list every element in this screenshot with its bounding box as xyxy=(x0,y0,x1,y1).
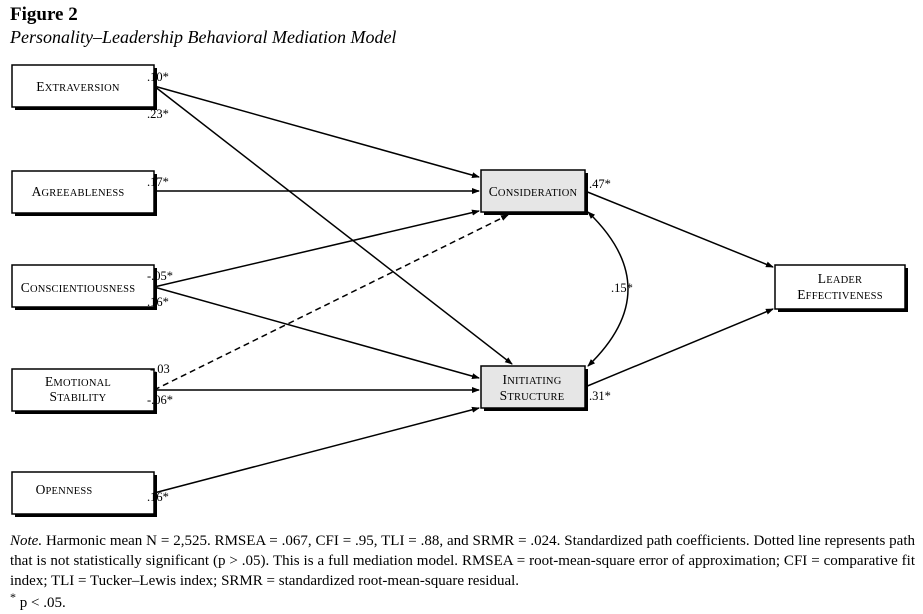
node-label-line1: EMOTIONAL xyxy=(45,374,111,389)
path-emotional-consideration xyxy=(153,214,509,391)
path-extraversion-initiating xyxy=(153,85,513,365)
coef-emotional-initiating: -.06* xyxy=(147,393,173,407)
node-label-line2: EFFECTIVENESS xyxy=(797,287,883,302)
node-label: AGREEABLENESS xyxy=(32,184,125,199)
coef-initiating-leader: .31* xyxy=(589,389,611,403)
coef-conscientiousness-consideration: -.05* xyxy=(147,269,173,283)
box-extraversion: EXTRAVERSION xyxy=(11,64,155,108)
coef-covariance: .15* xyxy=(611,281,633,295)
box-consideration: CONSIDERATION xyxy=(480,169,588,215)
covariance-curve xyxy=(587,211,629,367)
box-emotional-stability: EMOTIONAL STABILITY xyxy=(11,368,155,412)
figure-label: Figure 2 xyxy=(10,4,78,25)
box-conscientiousness: CONSCIENTIOUSNESS xyxy=(11,264,155,308)
path-initiating-leader xyxy=(584,308,774,388)
node-label-line2: STABILITY xyxy=(50,389,107,404)
box-initiating-structure: INITIATING STRUCTURE xyxy=(480,365,588,411)
mediation-diagram: EXTRAVERSION AGREEABLENESS CONSCIENTIOUS… xyxy=(11,64,908,517)
path-openness-initiating xyxy=(153,406,480,494)
note-text: Harmonic mean N = 2,525. RMSEA = .067, C… xyxy=(10,533,916,589)
path-consideration-leader xyxy=(584,190,774,268)
coef-consideration-leader: .47* xyxy=(589,177,611,191)
box-agreeableness: AGREEABLENESS xyxy=(11,170,155,214)
node-label-line1: LEADER xyxy=(818,271,862,286)
node-label-line1: INITIATING xyxy=(503,372,562,387)
node-label: CONSCIENTIOUSNESS xyxy=(21,280,136,295)
coef-extraversion-initiating: .23* xyxy=(147,107,169,121)
coef-openness-initiating: .16* xyxy=(147,490,169,504)
path-extraversion-consideration xyxy=(153,85,480,179)
coef-agreeableness-consideration: .17* xyxy=(147,175,169,189)
node-label: OPENNESS xyxy=(36,482,93,497)
coef-emotional-consideration: -.03 xyxy=(150,362,170,376)
node-label: EXTRAVERSION xyxy=(36,79,120,94)
figure-title: Personality–Leadership Behavioral Mediat… xyxy=(10,27,397,47)
box-leader-effectiveness: LEADER EFFECTIVENESS xyxy=(774,264,908,312)
box-openness: OPENNESS xyxy=(11,471,155,515)
coef-extraversion-consideration: .10* xyxy=(147,70,169,84)
path-conscientiousness-consideration xyxy=(153,209,480,288)
node-label: CONSIDERATION xyxy=(489,184,578,199)
significance-text: p < .05. xyxy=(19,595,66,611)
figure-note: Note. Harmonic mean N = 2,525. RMSEA = .… xyxy=(10,531,915,591)
node-label-line2: STRUCTURE xyxy=(500,388,565,403)
coef-conscientiousness-initiating: .16* xyxy=(147,295,169,309)
note-label: Note. xyxy=(10,533,43,549)
significance-note: * p < .05. xyxy=(10,590,66,611)
path-conscientiousness-initiating xyxy=(153,286,480,380)
